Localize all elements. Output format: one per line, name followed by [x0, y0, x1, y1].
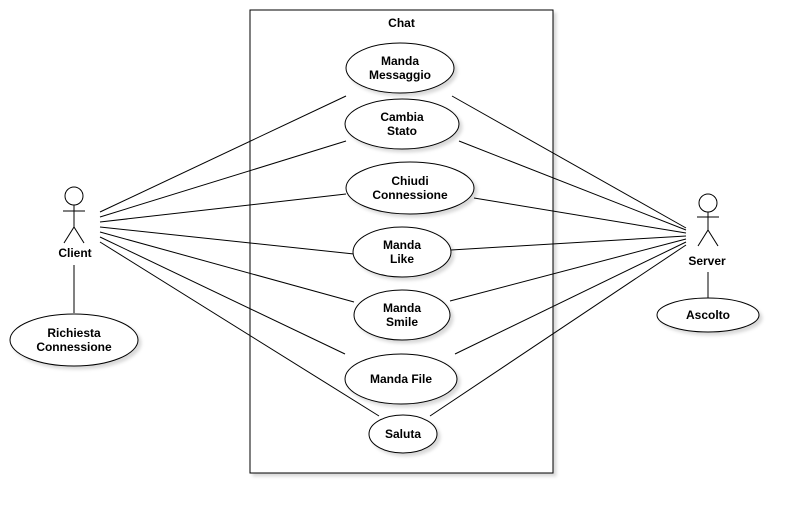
use-case-label: Connessione	[372, 188, 448, 202]
use-case-saluta[interactable]: Saluta	[368, 414, 438, 454]
actor-client[interactable]: Client	[58, 186, 92, 260]
use-case-cambia-stato[interactable]: Cambia Stato	[344, 98, 460, 150]
use-case-label: Cambia	[380, 110, 424, 124]
association-client-manda-smile	[99, 231, 355, 303]
association-client-cambia-stato	[99, 140, 347, 218]
use-case-richiesta-connessione[interactable]: Richiesta Connessione	[9, 313, 139, 367]
use-case-label: Manda	[381, 54, 419, 68]
use-case-ascolto[interactable]: Ascolto	[656, 297, 760, 333]
server-associations	[429, 95, 687, 417]
association-client-manda-file	[99, 236, 346, 355]
use-case-label: Like	[390, 252, 414, 266]
stick-figure-icon	[697, 193, 719, 247]
system-title: Chat	[388, 16, 415, 30]
actor-label: Client	[58, 246, 91, 260]
association-client-manda-like	[99, 226, 355, 255]
use-case-label: Manda	[383, 301, 421, 315]
association-server-manda-smile	[449, 238, 687, 302]
client-associations	[99, 95, 380, 417]
association-client-saluta	[99, 241, 380, 417]
use-case-label: Richiesta	[47, 326, 101, 340]
association-client-chiudi-connessione	[99, 193, 347, 223]
actor-server[interactable]: Server	[688, 193, 726, 268]
use-case-label: Connessione	[36, 340, 112, 354]
use-case-label: Saluta	[385, 427, 421, 441]
use-case-label: Ascolto	[686, 308, 730, 322]
association-server-manda-messaggio	[451, 95, 687, 229]
use-case-label: Manda File	[370, 372, 432, 386]
use-case-label: Chiudi	[391, 174, 428, 188]
association-server-chiudi-connessione	[473, 197, 687, 234]
association-server-saluta	[429, 244, 687, 417]
use-case-manda-messaggio[interactable]: Manda Messaggio	[345, 42, 455, 94]
use-case-label: Stato	[387, 124, 417, 138]
use-case-label: Manda	[383, 238, 421, 252]
stick-figure-icon	[63, 186, 85, 244]
association-client-manda-messaggio	[99, 95, 347, 213]
association-server-cambia-stato	[458, 140, 687, 231]
actor-label: Server	[688, 254, 726, 268]
use-case-chiudi-connessione[interactable]: Chiudi Connessione	[345, 161, 475, 215]
use-case-label: Smile	[386, 315, 418, 329]
association-server-manda-file	[454, 241, 687, 355]
use-case-manda-like[interactable]: Manda Like	[352, 226, 452, 278]
association-server-manda-like	[450, 235, 687, 251]
use-case-manda-smile[interactable]: Manda Smile	[353, 289, 451, 341]
use-case-manda-file[interactable]: Manda File	[344, 353, 458, 405]
use-case-label: Messaggio	[369, 68, 431, 82]
